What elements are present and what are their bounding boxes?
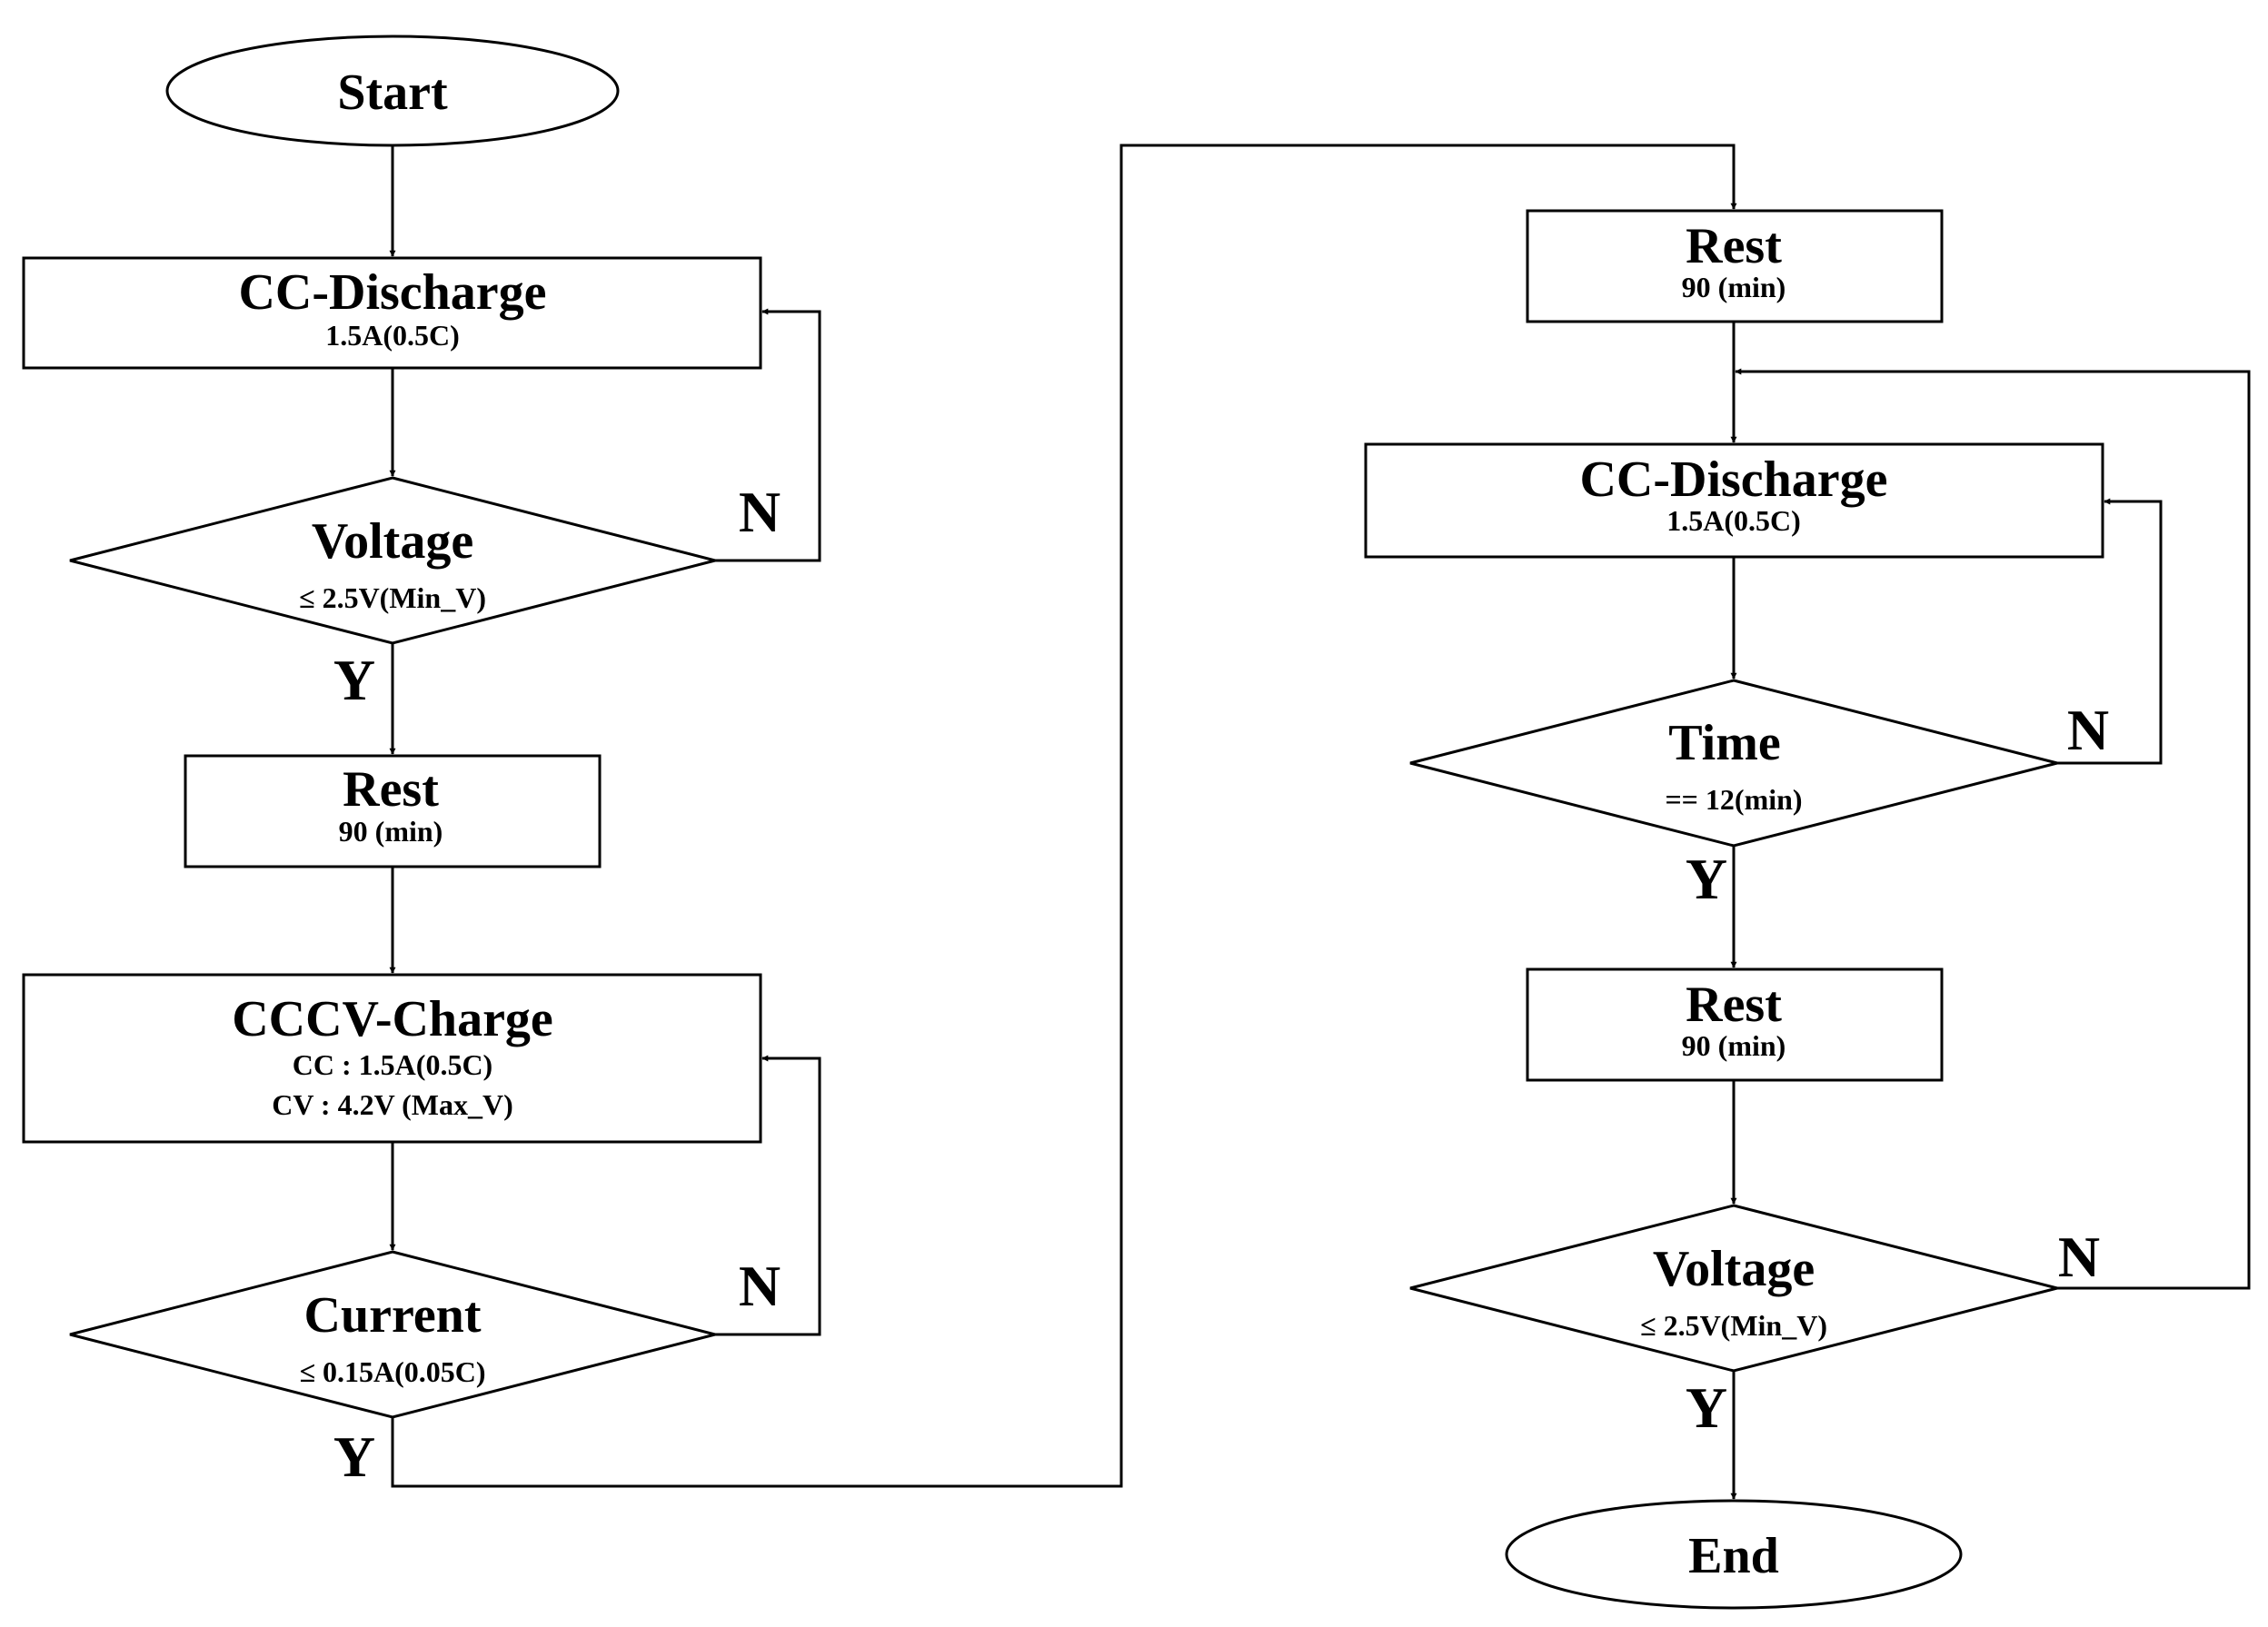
cccv-charge-cc: CC : 1.5A(0.5C)	[293, 1048, 492, 1081]
current-title: Current	[304, 1287, 482, 1344]
yes-label-current: Y	[333, 1424, 375, 1489]
time-title: Time	[1668, 715, 1780, 771]
rest-3-title: Rest	[1686, 977, 1782, 1033]
no-label-voltage-2: N	[2058, 1225, 2100, 1289]
rest-box-2: Rest 90 (min)	[1526, 209, 1944, 323]
cccv-charge-box: CCCV-Charge CC : 1.5A(0.5C) CV : 4.2V (M…	[22, 973, 762, 1144]
cc-discharge-1-title: CC-Discharge	[238, 264, 546, 321]
arrow-voltage-1-no-loop	[715, 308, 821, 562]
voltage-2-title: Voltage	[1653, 1241, 1815, 1297]
voltage-decision-2: Voltage ≤ 2.5V(Min_V)	[1409, 1204, 2058, 1373]
rest-box-1: Rest 90 (min)	[184, 754, 602, 868]
rest-2-title: Rest	[1686, 218, 1782, 274]
start-label: Start	[337, 64, 448, 121]
rest-1-duration: 90 (min)	[339, 815, 443, 848]
start-node: Start	[165, 35, 620, 147]
voltage-1-condition: ≤ 2.5V(Min_V)	[299, 581, 486, 614]
no-label-current: N	[739, 1254, 781, 1318]
voltage-decision-1: Voltage ≤ 2.5V(Min_V)	[69, 476, 716, 645]
yes-label-voltage-1: Y	[333, 648, 375, 712]
cc-discharge-2-title: CC-Discharge	[1579, 451, 1887, 508]
end-label: End	[1688, 1528, 1779, 1584]
voltage-2-condition: ≤ 2.5V(Min_V)	[1640, 1309, 1827, 1342]
cc-discharge-box-1: CC-Discharge 1.5A(0.5C)	[22, 256, 762, 370]
voltage-1-title: Voltage	[312, 513, 473, 570]
time-condition: == 12(min)	[1665, 783, 1802, 816]
arrow-current-no-loop	[715, 1055, 821, 1336]
cccv-charge-cv: CV : 4.2V (Max_V)	[272, 1088, 512, 1121]
cc-discharge-1-rate: 1.5A(0.5C)	[325, 319, 460, 352]
no-label-voltage-1: N	[739, 480, 781, 544]
arrow-current-yes-to-rest-2	[391, 144, 1737, 1488]
rest-box-3: Rest 90 (min)	[1526, 967, 1944, 1082]
rest-2-duration: 90 (min)	[1682, 271, 1786, 303]
current-decision: Current ≤ 0.15A(0.05C)	[69, 1250, 716, 1419]
yes-label-time: Y	[1686, 847, 1727, 911]
current-condition: ≤ 0.15A(0.05C)	[299, 1355, 485, 1388]
end-node: End	[1505, 1499, 1963, 1610]
time-decision: Time == 12(min)	[1409, 679, 2058, 848]
arrow-time-no-loop	[2057, 498, 2163, 765]
rest-1-title: Rest	[343, 761, 439, 818]
rest-3-duration: 90 (min)	[1682, 1029, 1786, 1062]
arrow-voltage-2-no-loop	[1735, 368, 2251, 1290]
yes-label-voltage-2: Y	[1686, 1375, 1727, 1440]
cccv-charge-title: CCCV-Charge	[232, 991, 553, 1047]
no-label-time: N	[2067, 698, 2109, 762]
cc-discharge-2-rate: 1.5A(0.5C)	[1666, 504, 1801, 537]
cc-discharge-box-2: CC-Discharge 1.5A(0.5C)	[1364, 442, 2104, 559]
